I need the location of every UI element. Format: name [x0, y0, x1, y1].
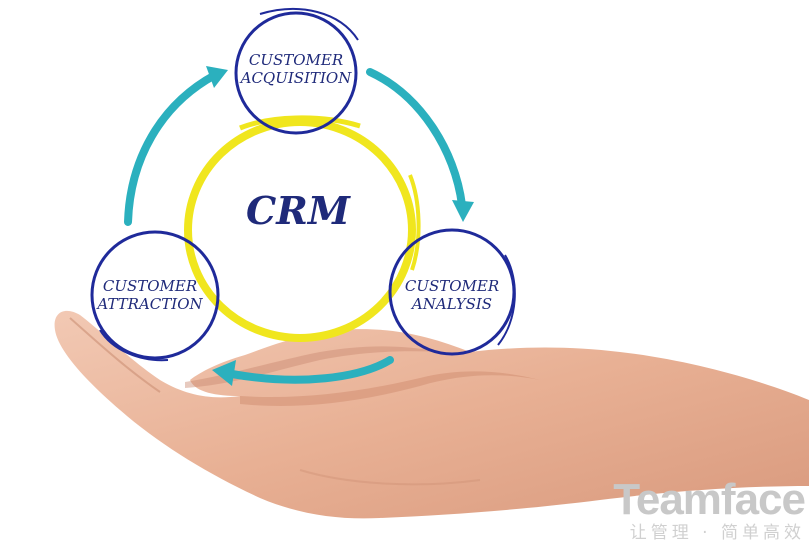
node-acquisition-line2: ACQUISITION: [239, 69, 353, 87]
node-attraction-line1: CUSTOMER: [103, 277, 197, 295]
teamface-watermark: Teamface 让管理 · 简单高效: [613, 475, 806, 544]
watermark-tagline: 让管理 · 简单高效: [629, 523, 805, 543]
node-analysis-line2: ANALYSIS: [410, 295, 492, 313]
node-acquisition-line1: CUSTOMER: [249, 51, 343, 69]
node-analysis-line1: CUSTOMER: [405, 277, 499, 295]
crm-center-label: CRM: [246, 188, 351, 233]
node-attraction-line2: ATTRACTION: [95, 295, 203, 313]
watermark-brand: Teamface: [613, 475, 806, 524]
cycle-arrow-attraction-to-acquisition: [124, 66, 228, 226]
node-customer-acquisition: CUSTOMER ACQUISITION: [234, 8, 359, 135]
node-customer-analysis: CUSTOMER ANALYSIS: [388, 228, 516, 356]
node-customer-attraction: CUSTOMER ATTRACTION: [90, 230, 220, 362]
cycle-arrow-acquisition-to-analysis: [366, 68, 474, 222]
crm-center-ring: [184, 115, 421, 342]
cycle-arrow-analysis-to-attraction: [212, 356, 394, 386]
